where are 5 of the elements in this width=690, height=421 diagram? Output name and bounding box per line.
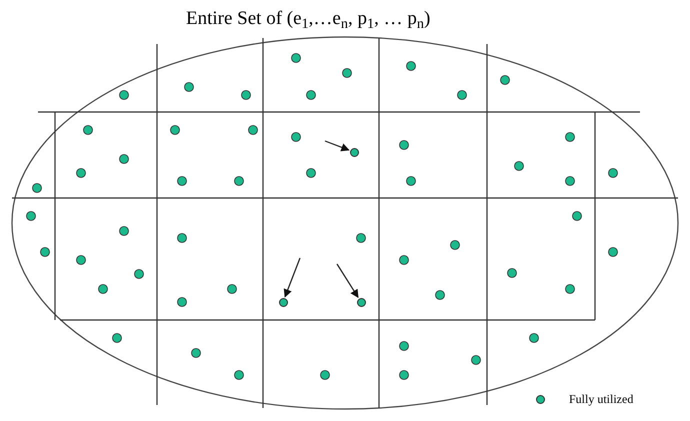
arrow <box>336 264 359 298</box>
diagram-title: Entire Set of (e$_{1}$,…e$_{n}$, p$_{1}$, … p$_{n}$) <box>186 7 430 32</box>
arrow <box>284 258 301 298</box>
legend-label: Fully utilized <box>569 391 634 408</box>
arrow <box>324 140 350 152</box>
